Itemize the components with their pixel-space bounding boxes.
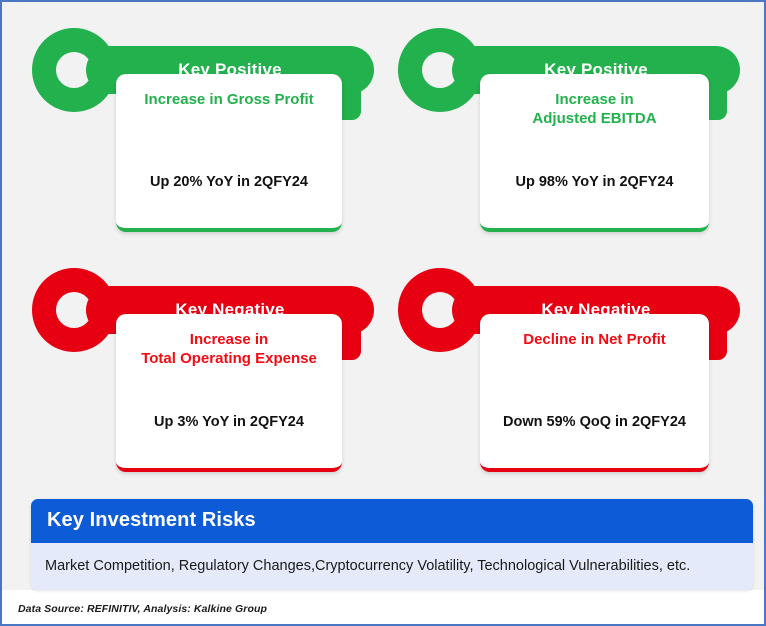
card-title: Key Negative bbox=[541, 300, 651, 319]
card-panel: Increase in Gross Profit Up 20% YoY in 2… bbox=[116, 74, 342, 232]
source-attribution: Data Source: REFINITIV, Analysis: Kalkin… bbox=[18, 603, 267, 615]
risks-banner-title: Key Investment Risks bbox=[31, 499, 753, 543]
card-headline: Increase in Gross Profit bbox=[144, 91, 314, 108]
key-negative-card-net-profit: Key Negative Decline in Net Profit Down … bbox=[390, 254, 750, 474]
risks-banner-body: Market Competition, Regulatory Changes,C… bbox=[31, 543, 753, 591]
card-metric: Down 59% QoQ in 2QFY24 bbox=[503, 414, 686, 431]
card-headline: Decline in Net Profit bbox=[523, 331, 666, 348]
card-title: Key Positive bbox=[544, 60, 648, 79]
card-panel: Decline in Net Profit Down 59% QoQ in 2Q… bbox=[480, 314, 709, 472]
key-investment-risks-banner: Key Investment Risks Market Competition,… bbox=[31, 499, 753, 591]
card-metric: Up 98% YoY in 2QFY24 bbox=[515, 174, 674, 191]
card-metric: Up 3% YoY in 2QFY24 bbox=[154, 414, 304, 431]
card-metric: Up 20% YoY in 2QFY24 bbox=[150, 174, 308, 191]
key-positive-card-gross-profit: Key Positive Increase in Gross Profit Up… bbox=[24, 14, 384, 234]
card-title: Key Positive bbox=[178, 60, 282, 79]
card-title: Key Negative bbox=[175, 300, 285, 319]
